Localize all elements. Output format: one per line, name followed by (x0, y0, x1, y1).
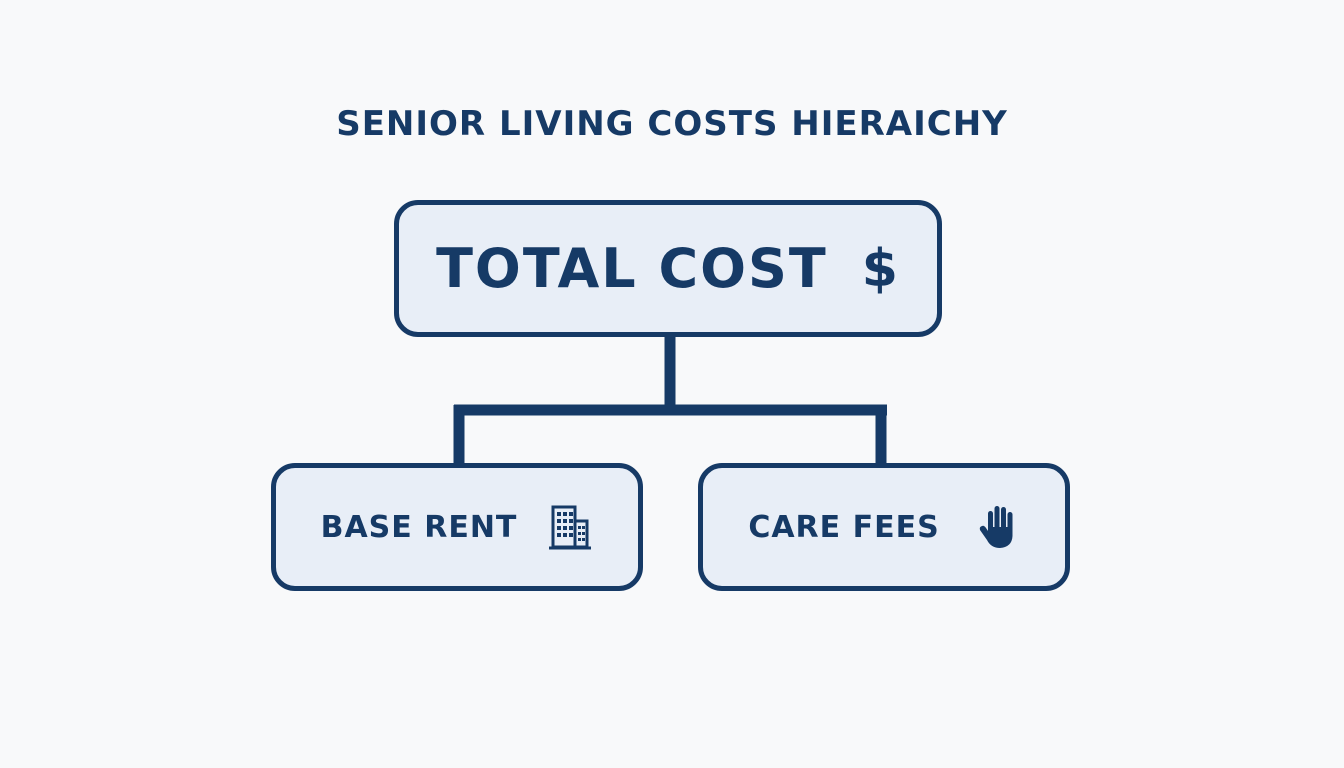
hand-icon (978, 503, 1020, 551)
building-icon (547, 503, 593, 551)
base-rent-node: BASE RENT (271, 463, 643, 591)
care-fees-label: CARE FEES (748, 509, 940, 545)
total-cost-label: TOTAL COST (436, 237, 828, 300)
base-rent-label: BASE RENT (320, 509, 518, 545)
total-cost-node: TOTAL COST $ (394, 200, 942, 337)
diagram-title: SENIOR LIVING COSTS HIERAICHY (336, 104, 1008, 144)
care-fees-node: CARE FEES (698, 463, 1070, 591)
dollar-icon: $ (861, 238, 900, 299)
